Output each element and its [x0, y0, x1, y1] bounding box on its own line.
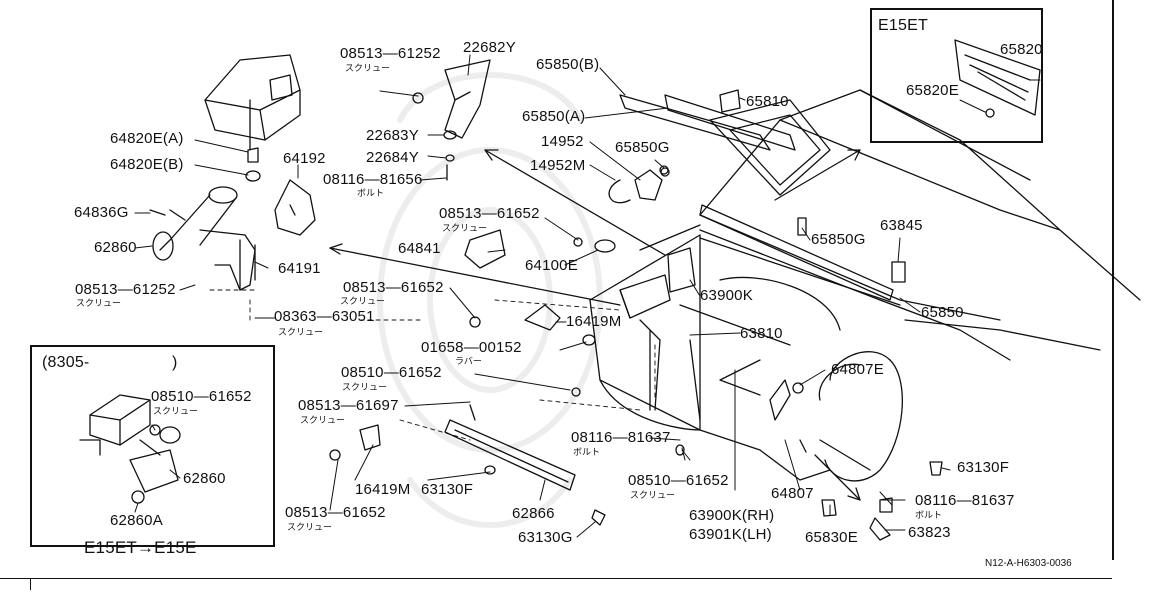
part-sublabel: ボルト	[573, 447, 601, 457]
part-label: 64841	[398, 240, 441, 257]
part-label: 65850G	[615, 139, 670, 156]
bottom-page-border	[0, 578, 1112, 579]
part-sublabel: ラバー	[455, 356, 482, 366]
part-sublabel: スクリュー	[340, 296, 386, 306]
bottom-left-tick	[30, 578, 31, 590]
part-label: 08513—61652	[285, 504, 386, 521]
part-label: 08513—61252	[340, 45, 441, 62]
part-label: 65850(B)	[536, 56, 600, 73]
part-label: 65810	[746, 93, 789, 110]
part-label: 14952	[541, 133, 584, 150]
control-module	[469, 247, 696, 411]
part-sublabel: スクリュー	[76, 298, 122, 308]
part-label: 64191	[278, 260, 321, 277]
part-sublabel: スクリュー	[278, 327, 324, 337]
part-sublabel: スクリュー	[630, 490, 676, 500]
bracket-64192	[274, 179, 316, 236]
part-label: 08510—61652	[151, 388, 252, 405]
part-label: 65850G	[811, 231, 866, 248]
part-label: 62860A	[110, 512, 163, 529]
part-label: 62866	[512, 505, 555, 522]
part-label: 08510—61652	[341, 364, 442, 381]
part-label: 16419M	[355, 481, 411, 498]
car-body	[589, 89, 1141, 482]
part-label: 08513—61697	[298, 397, 399, 414]
dashed-guides	[209, 289, 656, 441]
part-sublabel: ボルト	[357, 188, 385, 198]
part-label: 01658—00152	[421, 339, 522, 356]
part-label: 65850(A)	[522, 108, 586, 125]
part-sublabel: スクリュー	[345, 63, 391, 73]
part-label: 63823	[908, 524, 951, 541]
part-label: 62860	[183, 470, 226, 487]
part-label: 63130G	[518, 529, 573, 546]
part-label: 08513—61652	[343, 279, 444, 296]
reference-code: N12-A-H6303-0036	[985, 558, 1072, 569]
part-label: 63900K	[700, 287, 753, 304]
part-label: 22684Y	[366, 149, 419, 166]
part-label: 64807	[771, 485, 814, 502]
part-label: 22683Y	[366, 127, 419, 144]
inset-bracket-close: )	[172, 354, 178, 371]
part-label: 63130F	[957, 459, 1010, 476]
part-label: 16419M	[566, 313, 622, 330]
part-label: 08510—61652	[628, 472, 729, 489]
leader-lines	[134, 54, 1041, 538]
part-label: 62860	[94, 239, 137, 256]
inset-box-8305	[30, 345, 275, 547]
part-sublabel: ボルト	[915, 510, 943, 520]
inset-footer-label: E15ET→E15E	[84, 538, 197, 557]
part-sublabel: スクリュー	[287, 522, 333, 532]
inset-bracket-open: (8305-	[42, 354, 90, 371]
part-label: 64820E(B)	[110, 156, 184, 173]
direction-arrows	[329, 149, 861, 501]
molding-strips	[619, 94, 901, 306]
part-label: 08116—81637	[571, 429, 671, 446]
part-sublabel: スクリュー	[300, 415, 346, 425]
part-label: 08513—61252	[75, 281, 176, 298]
part-label: 63130F	[421, 481, 474, 498]
part-label: 65830E	[805, 529, 858, 546]
part-label: 63901K(LH)	[689, 526, 772, 543]
right-small-parts	[660, 89, 943, 541]
inset-box-e15et	[870, 8, 1043, 143]
part-label: 08116—81656	[323, 171, 423, 188]
reservoir-tank	[204, 54, 301, 182]
part-label: 63845	[880, 217, 923, 234]
part-label: 63900K(RH)	[689, 507, 775, 524]
part-label: 64807E	[831, 361, 884, 378]
nozzle-parts	[464, 165, 669, 269]
lower-bar-62866	[329, 387, 685, 526]
part-label: 08513—61652	[439, 205, 540, 222]
right-page-border	[1112, 0, 1114, 560]
part-label: 63810	[740, 325, 783, 342]
part-label: 22682Y	[463, 39, 516, 56]
part-label: 64100E	[525, 257, 578, 274]
part-label: 65820	[1000, 41, 1043, 58]
part-label: 14952M	[530, 157, 586, 174]
part-sublabel: スクリュー	[153, 406, 199, 416]
part-label: 08363—63051	[274, 308, 375, 325]
part-sublabel: スクリュー	[442, 223, 488, 233]
part-label: 64192	[283, 150, 326, 167]
inset-part-65820	[954, 39, 1041, 118]
part-label: 64836G	[74, 204, 129, 221]
part-label: 65820E	[906, 82, 959, 99]
part-label: 08116—81637	[915, 492, 1015, 509]
bracket-22682y	[412, 59, 491, 181]
part-label: 65850	[921, 304, 964, 321]
part-sublabel: スクリュー	[342, 382, 388, 392]
pump-hose	[149, 186, 256, 291]
part-label: 64820E(A)	[110, 130, 184, 147]
inset-title-e15et: E15ET	[878, 17, 928, 34]
